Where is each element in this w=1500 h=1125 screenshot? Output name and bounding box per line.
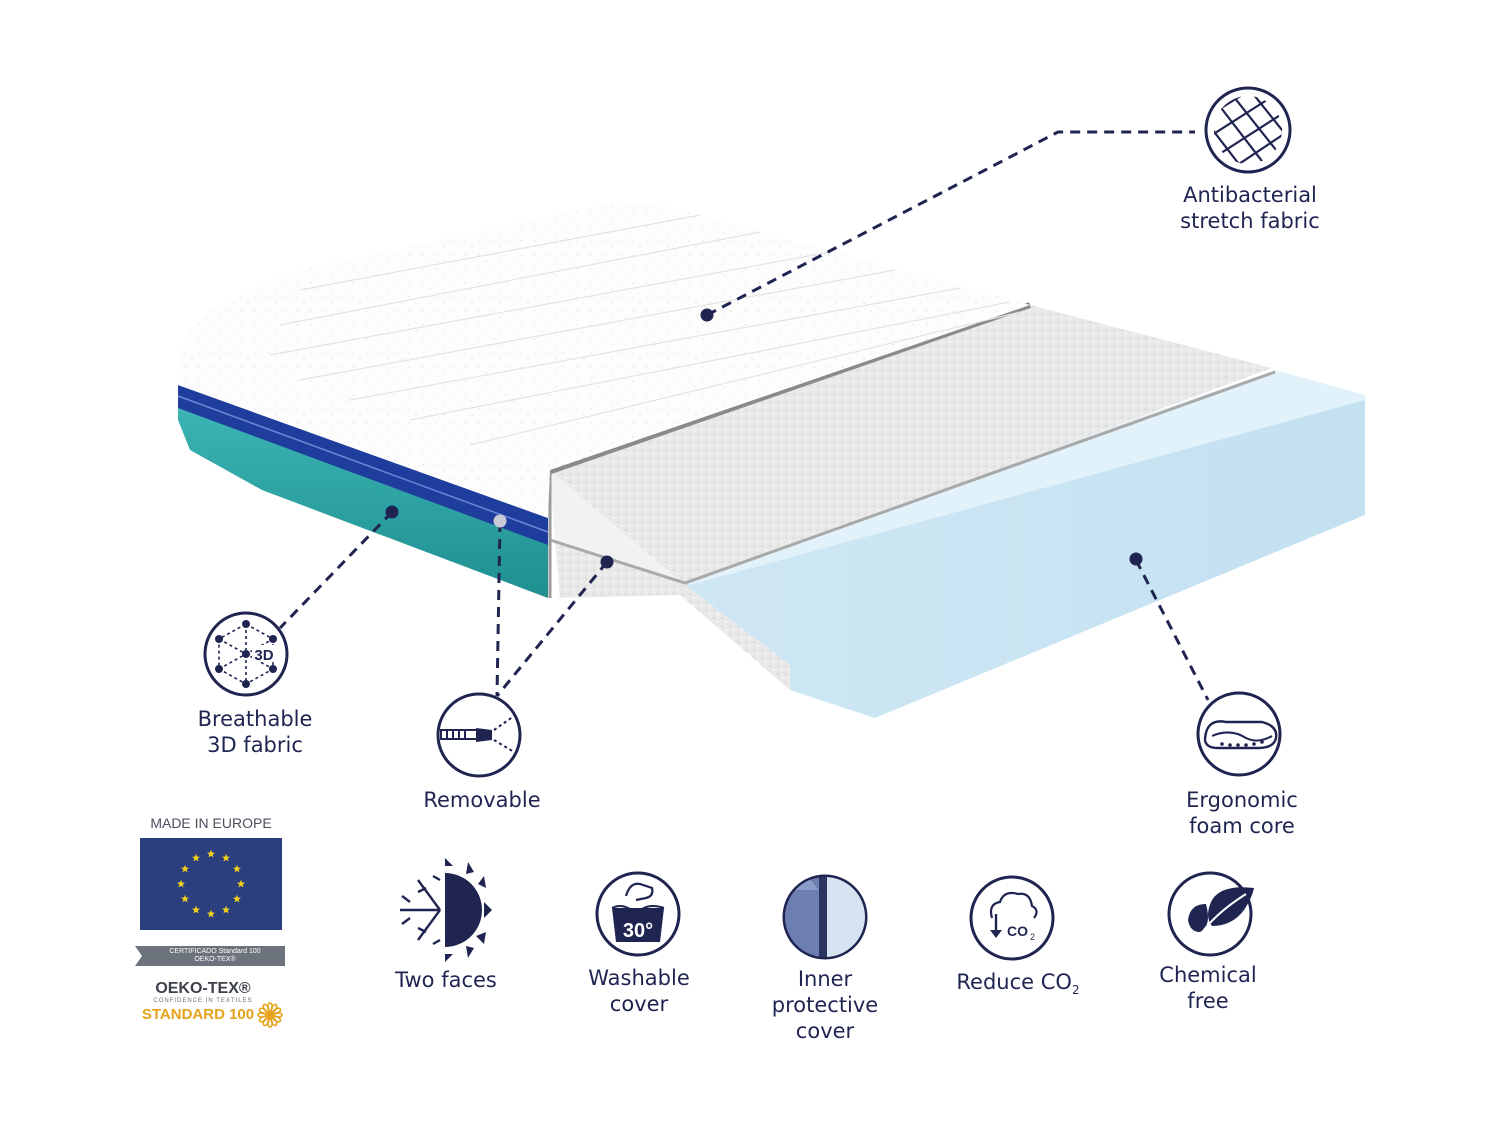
zipper-icon — [436, 692, 522, 778]
label-ergonomic-line-2: foam core — [1189, 814, 1295, 838]
label-two-faces: Two faces — [346, 967, 546, 993]
oeko-tex-name: OEKO-TEX® — [155, 980, 251, 997]
oeko-tex-standard: STANDARD 100 — [141, 1006, 255, 1023]
leader-dots — [385, 308, 1143, 569]
eu-flag — [140, 838, 282, 930]
eu-star — [181, 864, 189, 873]
label-chemical-free-line-2: free — [1187, 989, 1229, 1013]
oeko-tex-flower-icon — [257, 1002, 283, 1028]
washable-icon: 30° — [595, 871, 681, 957]
label-inner-cover-line-1: Inner — [797, 967, 853, 991]
eu-star — [222, 905, 230, 914]
label-reduce-co2-text: Reduce CO — [956, 970, 1072, 994]
3d-fabric-icon: 3D — [203, 611, 289, 697]
label-inner-cover: Inner protective cover — [725, 966, 925, 1044]
label-two-faces-text: Two faces — [395, 968, 497, 992]
wash-temp-text: 30° — [623, 920, 653, 942]
label-antibacterial-line-1: Antibacterial — [1183, 183, 1317, 207]
leaf-icon — [1167, 871, 1254, 957]
quilt-lines — [269, 214, 1021, 446]
label-breathable: Breathable 3D fabric — [155, 706, 355, 758]
teal-side — [178, 400, 548, 598]
co2-cloud-icon: CO 2 — [969, 875, 1055, 961]
eu-star — [177, 879, 185, 888]
fabric-weave-icon — [1204, 86, 1292, 174]
leader-breathable — [278, 510, 394, 630]
label-breathable-line-2: 3D fabric — [207, 733, 303, 757]
cert-ribbon-line-1: CERTIFICADO Standard 100 — [169, 948, 261, 955]
co2-icon-text: CO — [1007, 923, 1028, 939]
eu-star — [192, 853, 200, 862]
oeko-tex-tagline: CONFIDENCE IN TEXTILES — [153, 998, 253, 1004]
label-inner-cover-line-2: protective — [771, 993, 879, 1017]
label-reduce-co2: Reduce CO2 — [918, 969, 1118, 1003]
oeko-petal — [272, 1007, 282, 1015]
foam-core-front — [680, 395, 1365, 718]
co2-icon-sub: 2 — [1030, 932, 1035, 942]
inner-cover-edge-2 — [549, 370, 1276, 585]
inner-cover-icon — [782, 874, 868, 960]
label-antibacterial: Antibacterial stretch fabric — [1150, 182, 1350, 234]
label-antibacterial-line-2: stretch fabric — [1180, 209, 1320, 233]
dot-breathable — [385, 505, 399, 519]
quilted-top — [177, 202, 1030, 518]
eu-star — [237, 879, 245, 888]
leader-lines — [278, 130, 1210, 701]
label-washable-line-1: Washable — [588, 966, 690, 990]
zipper-line — [177, 395, 549, 533]
dot-zipper — [493, 514, 507, 528]
zipper-band — [178, 385, 548, 545]
ergonomic-pillow-icon — [1196, 691, 1282, 777]
label-reduce-co2-sub: 2 — [1071, 983, 1080, 998]
label-ergonomic-line-1: Ergonomic — [1186, 788, 1298, 812]
leader-antibacterial — [706, 130, 1195, 317]
label-breathable-line-1: Breathable — [197, 707, 313, 731]
eu-stars — [177, 849, 245, 918]
leader-removable-1 — [495, 521, 502, 697]
dot-foam-core — [1129, 552, 1143, 566]
mattress-illustration — [177, 202, 1365, 718]
inner-cover-edge — [547, 302, 1031, 475]
label-removable: Removable — [382, 787, 582, 813]
label-washable-line-2: cover — [609, 992, 669, 1016]
eu-star — [207, 849, 215, 858]
label-chemical-free: Chemical free — [1108, 962, 1308, 1014]
two-faces-icon — [400, 858, 492, 962]
eu-star — [207, 909, 215, 918]
inner-cover-flap — [555, 540, 790, 690]
label-ergonomic: Ergonomic foam core — [1142, 787, 1342, 839]
dot-inner-cover — [600, 555, 614, 569]
dot-antibacterial — [700, 308, 714, 322]
inner-cover-top — [550, 305, 1272, 585]
3d-icon-text: 3D — [254, 647, 273, 664]
eu-star — [181, 894, 189, 903]
oeko-tex-cert-ribbon — [135, 946, 285, 966]
cert-ribbon-line-2: OEKO-TEX® — [194, 956, 236, 963]
made-in-europe-text: MADE IN EUROPE — [150, 815, 272, 831]
label-removable-text: Removable — [423, 788, 541, 812]
eu-star — [222, 853, 230, 862]
foam-core-top — [675, 370, 1365, 585]
eu-star — [233, 894, 241, 903]
label-inner-cover-line-3: cover — [795, 1019, 855, 1043]
eu-star — [233, 864, 241, 873]
eu-star — [192, 905, 200, 914]
leader-removable-2 — [495, 561, 609, 697]
label-washable: Washable cover — [539, 965, 739, 1017]
label-chemical-free-line-1: Chemical — [1159, 963, 1257, 987]
leader-ergonomic — [1134, 559, 1210, 701]
